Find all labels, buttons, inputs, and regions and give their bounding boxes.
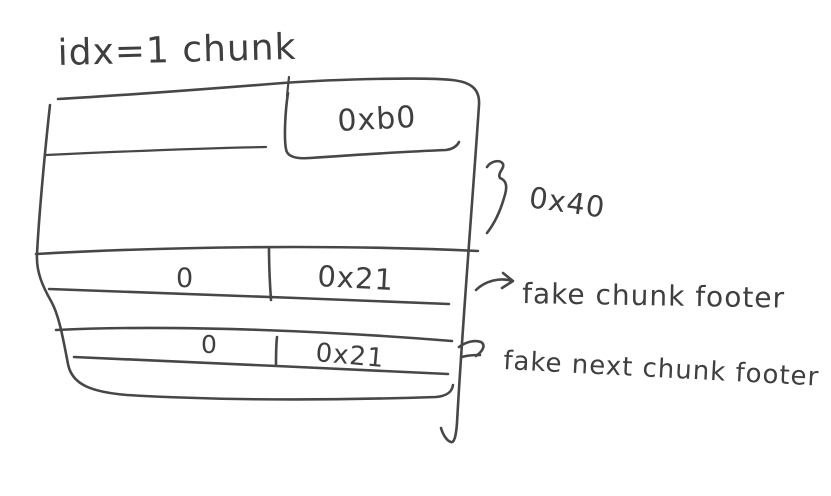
fake-next-footer-prev-size-value: 0 [201, 330, 218, 359]
fake-chunk-footer-arrow-icon [474, 271, 515, 292]
brace-icon [485, 159, 508, 235]
fake-next-footer-row-divider [274, 335, 279, 367]
fake-next-chunk-footer-arrow-icon [457, 339, 485, 359]
fake-next-footer-annotation: fake next chunk footer [503, 346, 820, 393]
fake-footer-row-top-line [34, 245, 480, 256]
fake-footer-annotation: fake chunk footer [522, 277, 785, 315]
fake-footer-row-bottom-line [47, 287, 451, 306]
fake-footer-size-value: 0x21 [317, 259, 395, 297]
fake-next-footer-size-value: 0x21 [314, 338, 385, 374]
header-divider-tick [285, 75, 291, 98]
diagram-title: idx=1 chunk [57, 27, 297, 74]
chunk-box-right-edge [281, 77, 481, 444]
header-size-value: 0xb0 [337, 100, 418, 139]
data-region-size-label: 0x40 [527, 180, 608, 224]
header-bottom-line [44, 145, 268, 157]
chunk-box-top-edge [56, 81, 285, 101]
chunk-box [34, 75, 481, 444]
fake-next-footer-row-top-line [54, 326, 454, 343]
fake-footer-row-divider [267, 246, 273, 302]
chunk-box-left-bottom-edge [35, 103, 455, 401]
size-cell-outline [283, 91, 461, 160]
fake-footer-prev-size-value: 0 [176, 263, 194, 294]
fake-next-footer-row-bottom-line [72, 355, 450, 376]
